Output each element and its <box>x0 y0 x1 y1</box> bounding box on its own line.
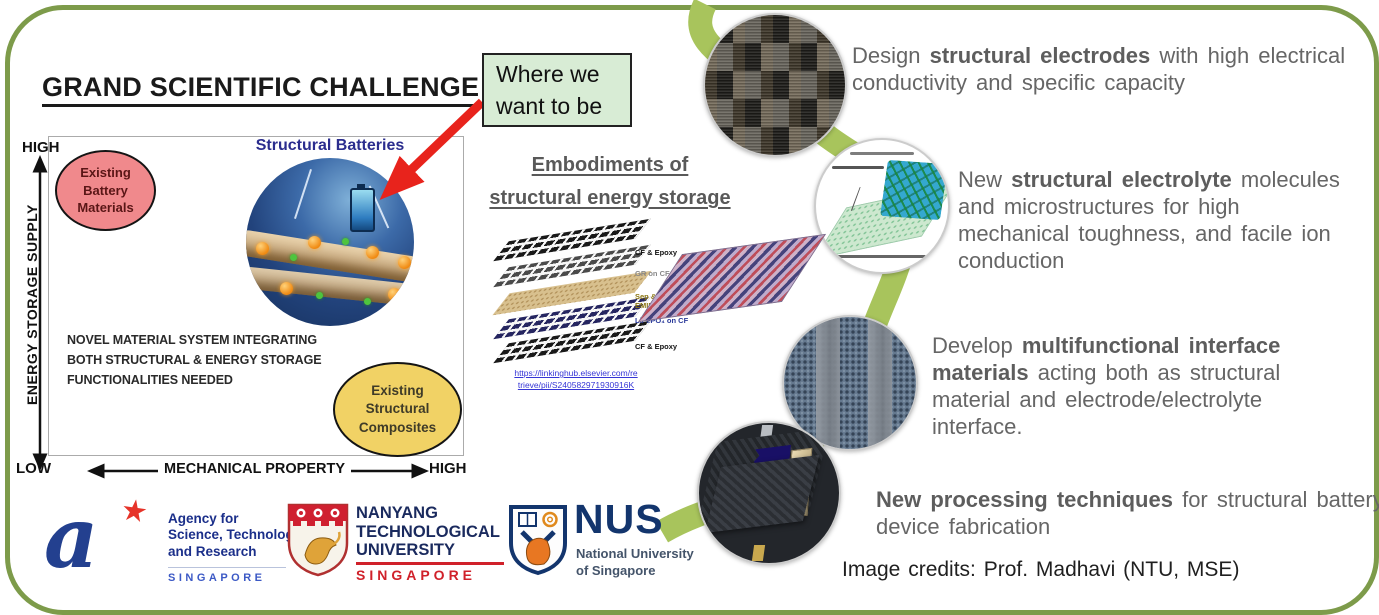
axis-low-label: LOW <box>16 460 51 477</box>
x-axis-title: MECHANICAL PROPERTY <box>158 461 351 477</box>
carbon-fiber-electrode-photo <box>703 13 847 157</box>
goal-structural-electrodes: Design structural electrodes with high e… <box>852 43 1346 96</box>
structural-batteries-label: Structural Batteries <box>255 137 405 154</box>
ntu-country-label: SINGAPORE <box>356 567 477 583</box>
battery-icon <box>350 184 375 232</box>
elsevier-link[interactable]: https://linkinghub.elsevier.com/re triev… <box>514 368 638 391</box>
caption-line <box>836 255 926 258</box>
existing-battery-materials-bubble: Existing Battery Materials <box>55 150 156 231</box>
image-credits: Image credits: Prof. Madhavi (NTU, MSE) <box>842 558 1240 581</box>
caption-line <box>850 152 914 155</box>
layer-label: CF & Epoxy <box>635 342 678 351</box>
astar-logo-text: Agency for Science, Technology and Resea… <box>168 511 302 559</box>
astar-country-label: SINGAPORE <box>168 572 266 584</box>
ntu-divider <box>356 562 504 565</box>
ntu-crest-icon <box>287 503 349 577</box>
astar-star-icon: ★ <box>118 493 151 530</box>
red-arrow-icon <box>379 98 486 200</box>
nus-logo-text: National University of Singapore <box>576 546 694 578</box>
caption-line <box>832 166 884 169</box>
nus-logo-abbr: NUS <box>574 496 664 542</box>
y-axis-high-label: HIGH <box>22 139 60 156</box>
goal-processing-techniques: New processing techniques for structural… <box>876 487 1379 540</box>
x-axis-high-label: HIGH <box>429 460 467 477</box>
embodiments-heading: Embodiments of structural energy storage <box>489 154 731 209</box>
page-title: GRAND SCIENTIFIC CHALLENGE <box>42 72 480 107</box>
fiber-network-inset <box>880 159 948 221</box>
layer-label: CF & Epoxy <box>635 248 678 257</box>
goal-interface-materials: Develop multifunctional interface materi… <box>932 333 1281 440</box>
lightning-icon <box>294 168 312 220</box>
layer-label: GR on CF <box>635 269 670 278</box>
chart-note: NOVEL MATERIAL SYSTEM INTEGRATING BOTH S… <box>67 333 322 387</box>
where-we-want-to-be-callout: Where we want to be <box>482 53 632 127</box>
astar-divider <box>168 567 286 568</box>
goal-structural-electrolyte: New structural electrolyte molecules and… <box>958 167 1340 274</box>
nus-crest-icon <box>509 505 567 576</box>
ntu-logo-text: NANYANG TECHNOLOGICAL UNIVERSITY <box>356 504 500 560</box>
structural-electrolyte-photo <box>814 138 950 274</box>
astar-logo-glyph: a <box>44 488 99 587</box>
existing-structural-composites-bubble: Existing Structural Composites <box>333 362 462 457</box>
structural-battery-device-photo <box>697 421 841 565</box>
